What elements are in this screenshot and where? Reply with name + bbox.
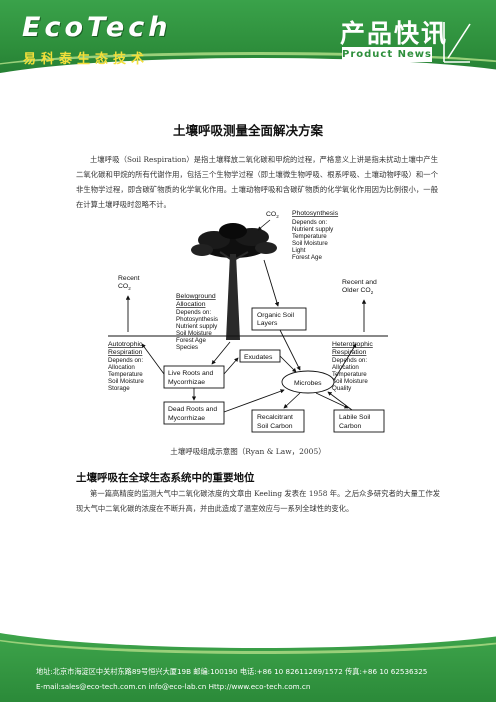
dead-roots-line-2: Mycorrhizae	[168, 415, 205, 422]
live-roots-line-2: Mycorrhizae	[168, 379, 205, 386]
photosynthesis-line-6: Forest Age	[292, 254, 322, 261]
recalcitrant-line-2: Soil Carbon	[257, 423, 293, 430]
belowground-line-4: Soil Moisture	[176, 330, 212, 337]
footer-white-curve	[0, 628, 496, 648]
autotrophic-title-2: Respiration	[108, 349, 143, 356]
footer-address-line: 地址:北京市海淀区中关村东路89号恒兴大厦19B 邮编:100190 电话:+8…	[36, 667, 428, 676]
autotrophic-line-5: Storage	[108, 385, 130, 392]
soil-respiration-diagram: CO2 Photosynthesis Depends on: Nutrient …	[108, 210, 388, 433]
figure-caption: 土壤呼吸组成示意图（Ryan & Law，2005）	[170, 447, 326, 456]
heterotrophic-line-1: Depends on:	[332, 357, 367, 364]
photosynthesis-line-3: Temperature	[292, 233, 327, 240]
photosynthesis-line-4: Soil Moisture	[292, 240, 328, 247]
page-footer: 地址:北京市海淀区中关村东路89号恒兴大厦19B 邮编:100190 电话:+8…	[0, 628, 496, 702]
photosynthesis-line-1: Depends on:	[292, 219, 327, 226]
article-title: 土壤呼吸测量全面解决方案	[172, 123, 323, 138]
header-curve-line	[0, 52, 496, 84]
heterotrophic-line-3: Temperature	[332, 371, 367, 378]
section-heading: 土壤呼吸在全球生态系统中的重要地位	[76, 472, 255, 484]
microbes-label: Microbes	[294, 380, 322, 387]
belowground-line-5: Forest Age	[176, 337, 206, 344]
logo-subtitle: 易科泰生态技术	[23, 52, 150, 67]
organic-soil-line-2: Layers	[257, 320, 278, 327]
autotrophic-title-1: Autotrophic	[108, 341, 143, 348]
recalcitrant-line-1: Recalcitrant	[257, 414, 293, 421]
heterotrophic-line-4: Soil Moisture	[332, 378, 368, 385]
organic-soil-line-1: Organic Soil	[257, 312, 295, 319]
recent-older-co2-line-2: Older CO2	[342, 287, 374, 295]
dead-roots-line-1: Dead Roots and	[168, 406, 217, 413]
pen-slash-icon	[443, 22, 471, 63]
intro-paragraph: 土壤呼吸（Soil Respiration）是指土壤释放二氧化碳和甲烷的过程，严…	[76, 155, 438, 209]
autotrophic-line-3: Temperature	[108, 371, 143, 378]
autotrophic-line-2: Allocation	[108, 364, 135, 371]
section-paragraph: 第一篇高精度的监测大气中二氧化碳浓度的文章由 Keeling 发表在 1958 …	[76, 489, 440, 513]
page-header: EcoTech 易科泰生态技术 产品快讯 Product News	[0, 0, 496, 84]
photosynthesis-title: Photosynthesis	[292, 210, 339, 217]
footer-contact-line: E-mail:sales@eco-tech.com.cn info@eco-la…	[36, 682, 311, 691]
heterotrophic-line-2: Allocation	[332, 364, 359, 371]
labile-line-2: Carbon	[339, 423, 362, 430]
exudates-label: Exudates	[244, 354, 273, 361]
recent-co2-line-2: CO2	[118, 283, 131, 291]
labile-line-1: Labile Soil	[339, 414, 371, 421]
belowground-title-2: Allocation	[176, 301, 206, 308]
belowground-line-2: Photosynthesis	[176, 316, 218, 323]
live-roots-line-1: Live Roots and	[168, 370, 214, 377]
belowground-line-6: Species	[176, 344, 198, 351]
section-title-en: Product News	[342, 47, 432, 62]
recent-co2-line-1: Recent	[118, 275, 140, 282]
heterotrophic-title-2: Respiration	[332, 349, 367, 356]
photosynthesis-line-5: Light	[292, 247, 306, 254]
ecotech-logo: EcoTech 易科泰生态技术	[22, 12, 172, 68]
belowground-line-1: Depends on:	[176, 309, 211, 316]
section-title-cn: 产品快讯	[340, 19, 449, 48]
photosynthesis-line-2: Nutrient supply	[292, 226, 334, 233]
tree-canopy-icon	[191, 223, 277, 258]
tree-trunk-icon	[219, 251, 249, 340]
autotrophic-line-4: Soil Moisture	[108, 378, 144, 385]
belowground-line-3: Nutrient supply	[176, 323, 218, 330]
co2-top-label: CO2	[266, 211, 279, 219]
belowground-title-1: Belowground	[176, 293, 216, 300]
logo-wordmark: EcoTech	[22, 12, 172, 43]
heterotrophic-title-1: Heterotrophic	[332, 341, 373, 348]
footer-curve-line	[0, 628, 496, 654]
heterotrophic-line-5: Quality	[332, 385, 352, 392]
autotrophic-line-1: Depends on:	[108, 357, 143, 364]
recent-older-co2-line-1: Recent and	[342, 279, 377, 286]
